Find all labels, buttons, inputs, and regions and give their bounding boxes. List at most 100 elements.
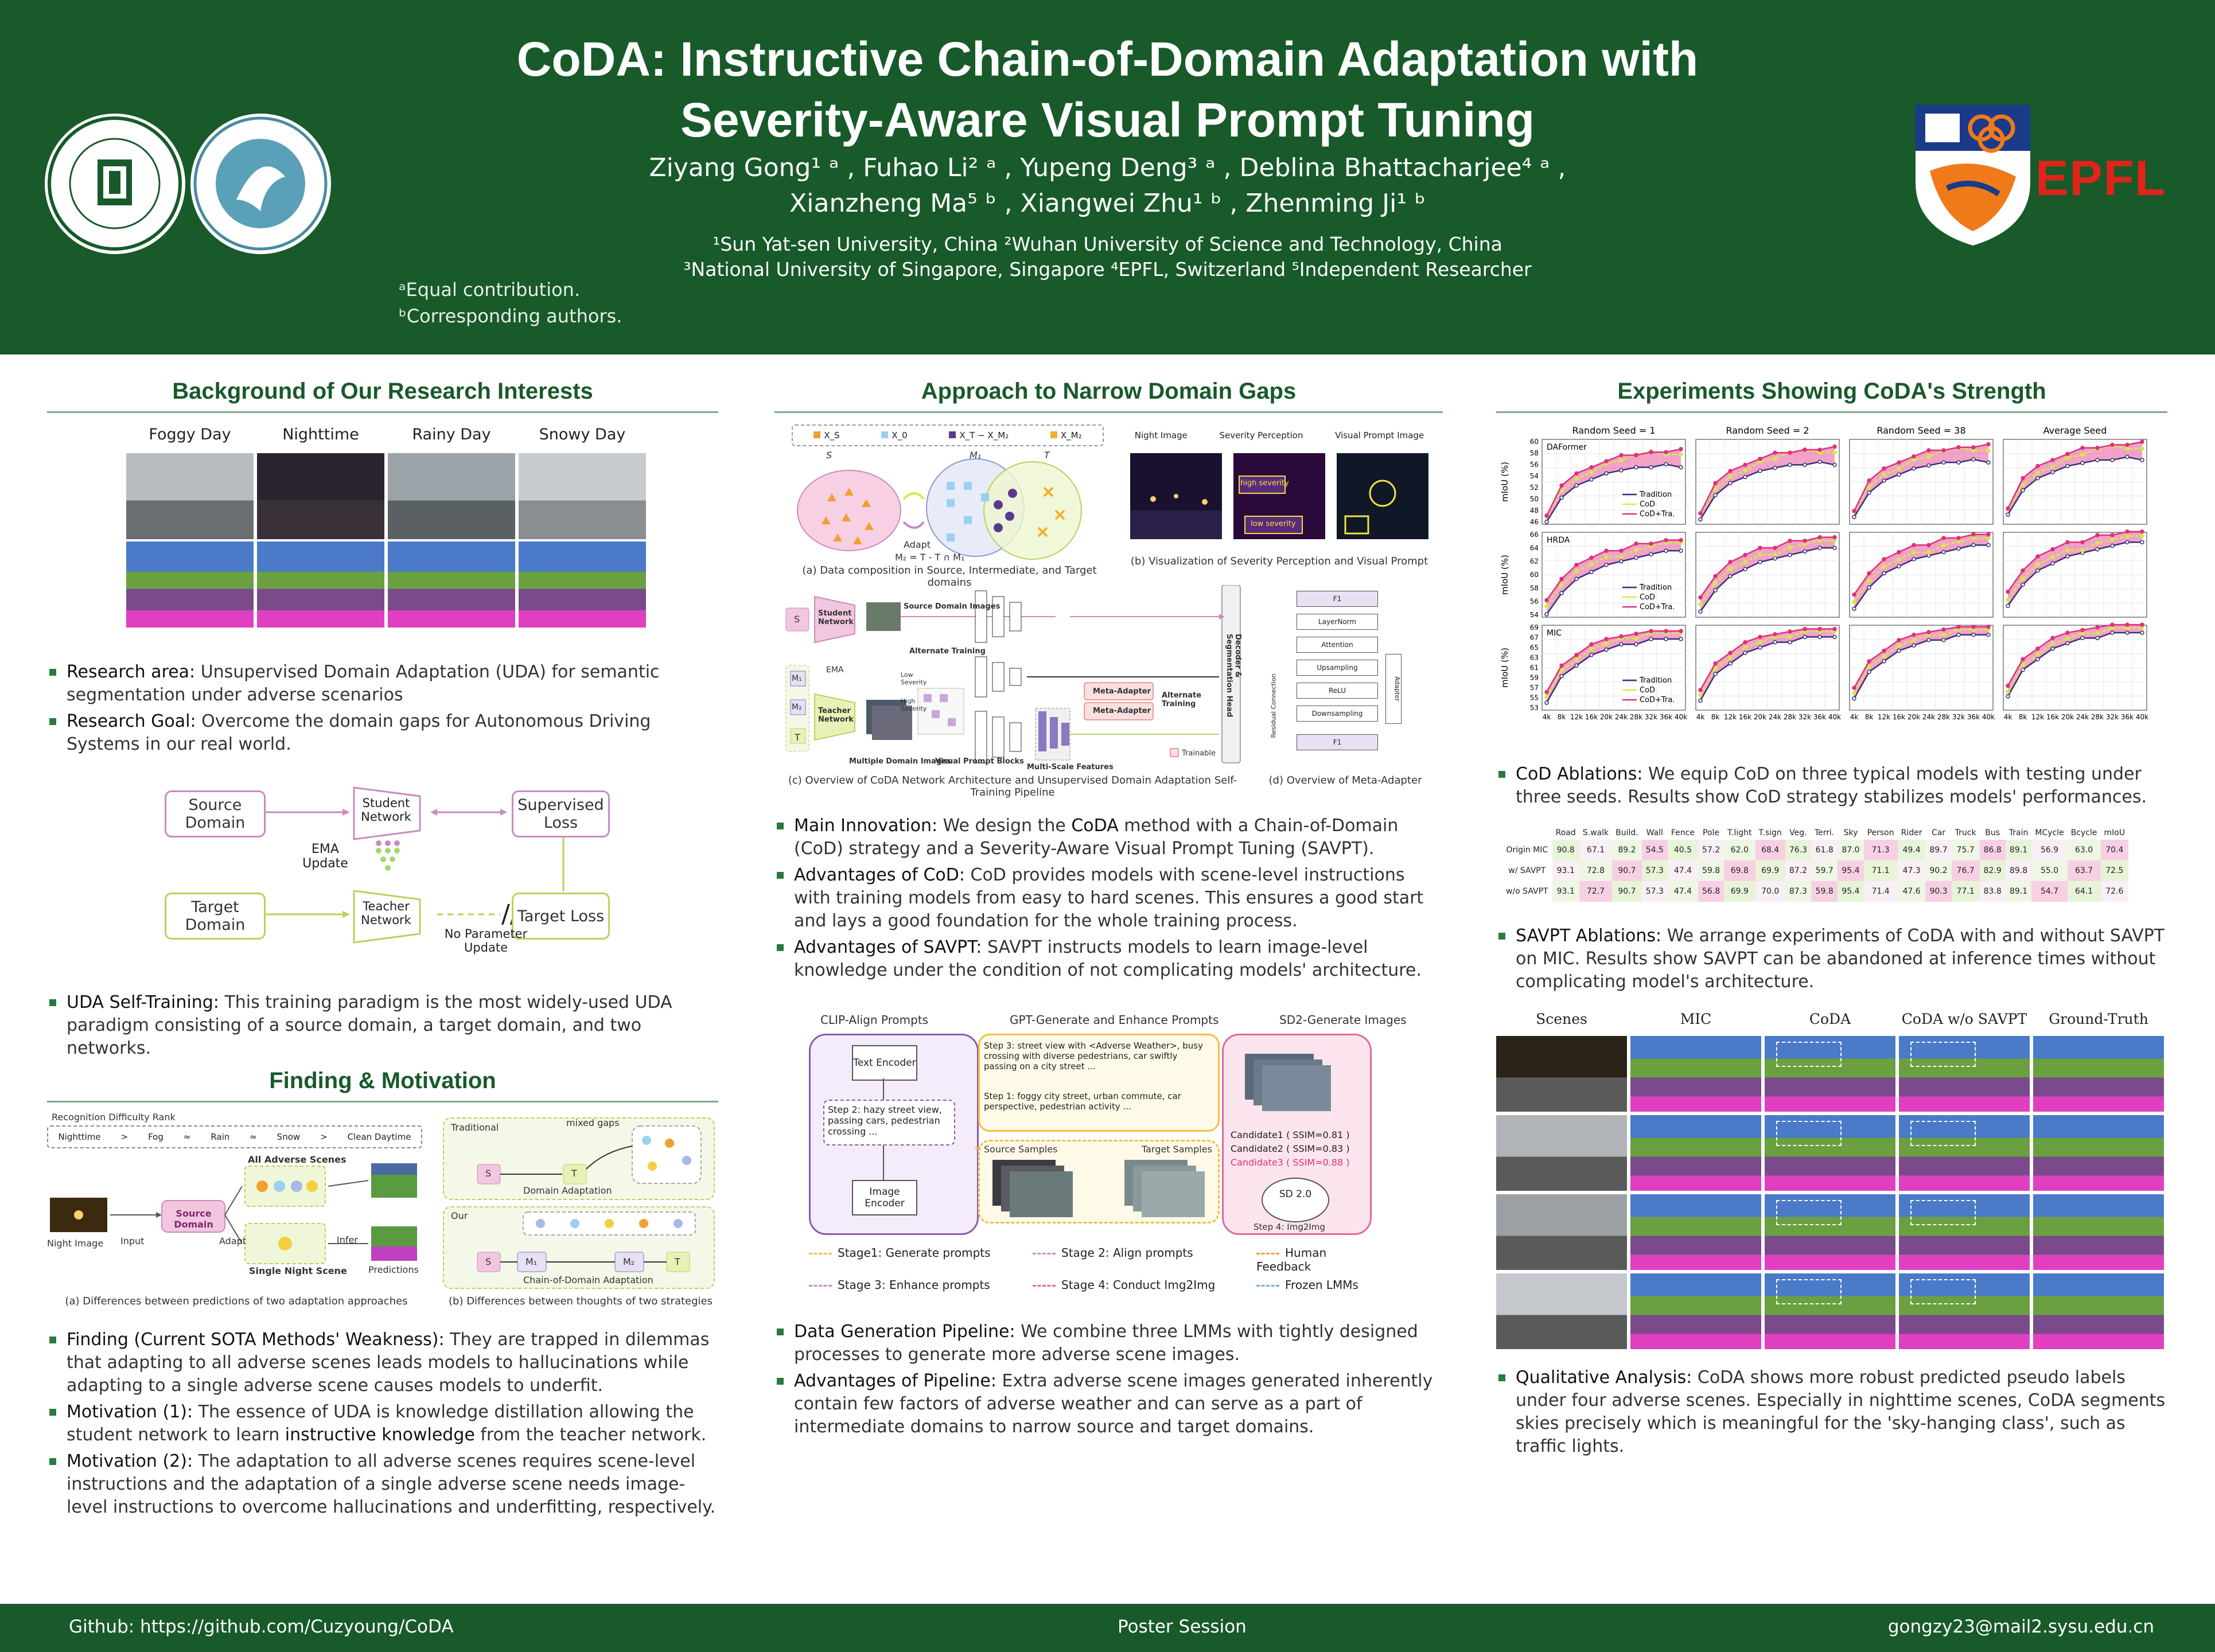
table-cell: 72.5 [2100, 860, 2129, 881]
github-link[interactable]: Github: https://github.com/Cuzyoung/CoDA [69, 1616, 454, 1637]
pipeline-legend-item: Stage 3: Enhance prompts [809, 1278, 990, 1292]
title-line-2: Severity-Aware Visual Prompt Tuning [680, 93, 1535, 147]
table-cell: 56.8 [1698, 881, 1724, 902]
fig-a-t-label: T [1044, 450, 1050, 461]
chart-model-label: DAFormer [1547, 443, 1587, 452]
chart-xtick: 24k [1615, 713, 1628, 721]
chart-point [1882, 478, 1886, 483]
source-samples-label: Source Samples [984, 1144, 1058, 1155]
chart-point [2125, 529, 2130, 534]
pipeline-legend-item: Stage 2: Align prompts [1033, 1246, 1193, 1260]
chart-point [1817, 447, 1822, 452]
fig-c-trainable-label: Trainable [1182, 749, 1216, 758]
chart-point [1817, 535, 1822, 540]
source-domain-box: Source Domain [165, 790, 266, 837]
chart-xtick: 28k [2091, 713, 2104, 721]
table-cell: 93.1 [1552, 860, 1579, 881]
chart-point [1713, 672, 1718, 676]
chart-point [1713, 493, 1718, 498]
chart-series-cod [1853, 446, 1988, 512]
chart-gap-fill [1547, 540, 1681, 615]
affiliations: ¹Sun Yat-sen University, China ²Wuhan Un… [0, 232, 2215, 282]
fig-c-vpb-label: Visual Prompt Blocks [935, 757, 1024, 766]
approach-fig-c-caption: (c) Overview of CoDA Network Architectur… [788, 774, 1237, 798]
chart-ylabel: mIoU (%) [1500, 648, 1510, 688]
table-header: Rider [1901, 828, 1922, 837]
chart-gap-fill [1700, 537, 1835, 612]
meta-adapter-block: Upsampling [1297, 660, 1378, 676]
chart-point [1544, 689, 1549, 695]
chart-xtick: 12k [1724, 713, 1737, 721]
chart-point [1544, 604, 1549, 609]
chart-point [2021, 476, 2025, 481]
chart-point [1956, 632, 1961, 637]
chart-point [1897, 648, 1901, 653]
approach-fig-a-caption: (a) Data composition in Source, Intermed… [802, 564, 1097, 589]
rank-operator: > [120, 1132, 129, 1142]
table-cell: 40.5 [1667, 840, 1698, 860]
chart-model-label: MIC [1547, 629, 1562, 638]
table-cell: 68.4 [1755, 840, 1785, 860]
chart-series-cod-tra [1853, 533, 1988, 595]
chart-xtick: 36k [1813, 713, 1826, 721]
chart-point [1867, 485, 1871, 489]
bullet-finding: Finding (Current SOTA Methods' Weakness)… [47, 1328, 718, 1397]
chart-point [1713, 580, 1718, 586]
chart-point [1867, 478, 1871, 483]
chart-point [2021, 582, 2025, 587]
chart-xtick: 40k [2136, 713, 2148, 721]
chart-point [1897, 564, 1901, 568]
chart-xtick: 8k [1865, 713, 1874, 721]
chart-xtick: 40k [1675, 713, 1687, 721]
chart-point [1634, 453, 1638, 458]
chart-xtick: 28k [1937, 713, 1950, 721]
chart-point [1728, 469, 1733, 473]
chart-point [1897, 638, 1901, 642]
chart-ylabel: mIoU (%) [1500, 555, 1510, 595]
condition-label: Snowy Day [539, 426, 626, 443]
contact-email[interactable]: gongzy23@mail2.sysu.edu.cn [1887, 1616, 2154, 1637]
condition-label: Nighttime [282, 426, 359, 443]
table-header: T.light [1727, 828, 1752, 837]
fig-a-all-label: All Adverse Scenes [248, 1154, 347, 1165]
table-cell: 72.8 [1579, 860, 1613, 881]
chart-point [1698, 595, 1703, 600]
bullet-uda-self-training: UDA Self-Training: This training paradig… [47, 991, 718, 1060]
chart-point [2095, 636, 2100, 640]
chart-point [2080, 452, 2085, 457]
chart-point [1698, 698, 1703, 703]
chart-point [1559, 483, 1564, 488]
chart-point [1743, 567, 1747, 571]
chart-point [1758, 469, 1762, 473]
chart-point [1634, 632, 1638, 636]
table-cell: 63.7 [2067, 860, 2101, 881]
chart-point [1758, 560, 1762, 564]
chart-point [1941, 448, 1946, 453]
chart-point [1852, 508, 1856, 513]
chart-point [2110, 533, 2115, 537]
text-encoder-box: Text Encoder [852, 1045, 917, 1081]
chart-point [1574, 657, 1579, 662]
chart-point [1926, 463, 1931, 468]
table-cell: 89.8 [2005, 860, 2032, 881]
chart-point [1544, 694, 1549, 699]
chart-gap-fill [2008, 531, 2142, 606]
chart-xtick: 12k [1570, 713, 1583, 721]
fig-a-source-label: Source Domain [174, 1208, 213, 1230]
chart-point [2050, 561, 2055, 566]
table-cell: 54.7 [2031, 881, 2068, 902]
chart-point [1956, 625, 1961, 629]
chart-point [1574, 483, 1579, 488]
chart-series-cod-tra [1699, 628, 1835, 691]
chart-xtick: 16k [1893, 713, 1905, 721]
image-encoder-box: Image Encoder [852, 1180, 917, 1215]
bullet-motivation-1: Motivation (1): The essence of UDA is kn… [47, 1401, 718, 1447]
chart-point [1773, 546, 1777, 550]
chart-point [1897, 472, 1901, 477]
target-domain-box: Target Domain [165, 893, 266, 940]
chart-ytick: 48 [1530, 506, 1539, 515]
